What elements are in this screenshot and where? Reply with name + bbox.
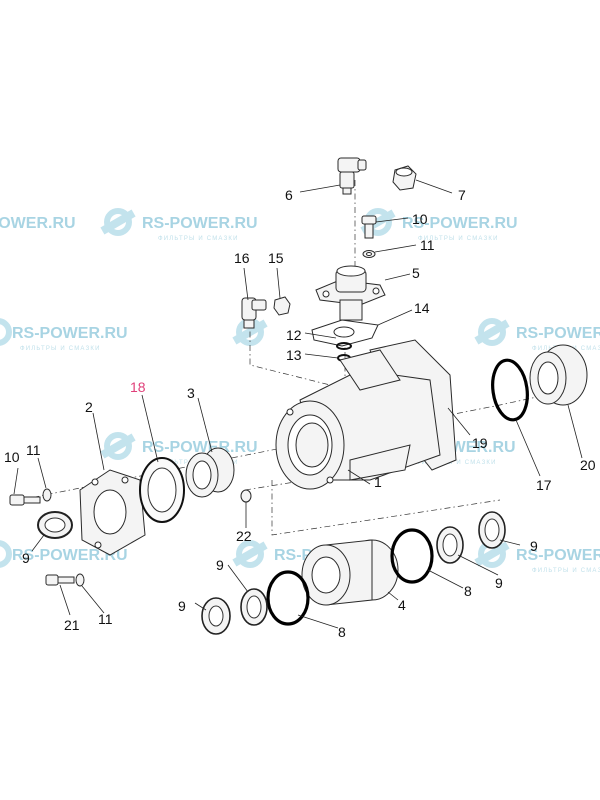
watermark-logo: RS-POWER.RU ФИЛЬТРЫ И СМАЗКИ bbox=[100, 432, 258, 466]
part-8-o-ring bbox=[390, 528, 434, 584]
callout-6: 6 bbox=[285, 187, 293, 203]
watermark-tagline: ФИЛЬТРЫ И СМАЗКИ bbox=[158, 236, 239, 242]
part-9-seal-ring bbox=[37, 511, 73, 539]
callout-labels: 6 7 10 11 16 15 5 14 12 13 18 3 2 19 17 … bbox=[4, 187, 596, 640]
part-4-piston bbox=[301, 539, 399, 606]
part-21-bolt bbox=[45, 574, 75, 586]
callout-9: 9 bbox=[530, 538, 538, 554]
part-11-washer bbox=[42, 488, 52, 502]
watermark-brand: RS-POWER.RU bbox=[516, 325, 600, 342]
part-14-gasket bbox=[311, 319, 379, 347]
watermark-brand: RS-POWER.RU bbox=[0, 215, 76, 232]
callout-16: 16 bbox=[234, 250, 250, 266]
part-20-end-cap bbox=[529, 344, 588, 406]
watermark-brand: RS-POWER.RU bbox=[516, 547, 600, 564]
callout-21: 21 bbox=[64, 617, 80, 633]
callout-10: 10 bbox=[412, 211, 428, 227]
callout-19: 19 bbox=[472, 435, 488, 451]
callout-7: 7 bbox=[458, 187, 466, 203]
watermark-group: RS-POWER.RU ФИЛЬТРЫ И СМАЗКИ RS-POWER.RU… bbox=[0, 208, 600, 574]
part-7-nut bbox=[392, 165, 417, 191]
callout-11: 11 bbox=[98, 611, 113, 627]
watermark-brand: RS-POWER.RU bbox=[142, 439, 258, 456]
callout-11: 11 bbox=[420, 237, 435, 253]
callout-9: 9 bbox=[178, 598, 186, 614]
callout-13: 13 bbox=[286, 347, 302, 363]
watermark-brand: RS-POWER.RU bbox=[402, 215, 518, 232]
callout-18: 18 bbox=[130, 379, 146, 395]
part-16-elbow-fitting bbox=[241, 297, 267, 329]
callout-14: 14 bbox=[414, 300, 430, 316]
watermark-logo: RS-POWER.RU ФИЛЬТРЫ И СМАЗКИ bbox=[474, 318, 600, 352]
part-17-o-ring bbox=[491, 358, 529, 422]
watermark-logo: RS-POWER.RU ФИЛЬТРЫ И СМАЗКИ bbox=[100, 208, 258, 242]
part-6-elbow-fitting bbox=[337, 157, 367, 195]
part-18-gasket bbox=[139, 457, 185, 523]
part-3-bushing bbox=[185, 447, 235, 498]
callout-11: 11 bbox=[26, 442, 41, 458]
leader-lines bbox=[13, 179, 583, 629]
callout-1: 1 bbox=[374, 474, 382, 490]
part-11-washer bbox=[362, 250, 376, 258]
callout-8: 8 bbox=[338, 624, 346, 640]
watermark-tagline: ФИЛЬТРЫ И СМАЗКИ bbox=[418, 236, 499, 242]
callout-2: 2 bbox=[85, 399, 93, 415]
part-22-plug bbox=[240, 489, 252, 503]
callout-20: 20 bbox=[580, 457, 596, 473]
part-12-o-ring bbox=[336, 342, 352, 350]
watermark-logo: RS-POWER.RU ФИЛЬТРЫ И СМАЗКИ bbox=[360, 208, 518, 242]
watermark-tagline: ФИЛЬТРЫ И СМАЗКИ bbox=[416, 460, 497, 466]
part-8-o-ring bbox=[266, 570, 310, 626]
callout-12: 12 bbox=[286, 327, 302, 343]
part-5-flange-cap bbox=[315, 265, 386, 321]
watermark-tagline: ФИЛЬТРЫ И СМАЗКИ bbox=[20, 346, 101, 352]
watermark-logo: RS-POWER.RU bbox=[0, 540, 128, 568]
part-1-main-housing bbox=[275, 349, 441, 490]
watermark-brand: RS-POWER.RU bbox=[12, 325, 128, 342]
callout-10: 10 bbox=[4, 449, 20, 465]
part-9-seal-ring bbox=[240, 588, 268, 626]
part-9-seal-ring bbox=[478, 511, 506, 549]
callout-22: 22 bbox=[236, 528, 252, 544]
part-10-bolt bbox=[9, 494, 41, 506]
watermark-tagline: ФИЛЬТРЫ И СМАЗКИ bbox=[532, 568, 600, 574]
callout-3: 3 bbox=[187, 385, 195, 401]
callout-9: 9 bbox=[216, 557, 224, 573]
part-15-nut bbox=[273, 296, 291, 316]
callout-9: 9 bbox=[495, 575, 503, 591]
callout-5: 5 bbox=[412, 265, 420, 281]
callout-4: 4 bbox=[398, 597, 406, 613]
part-9-seal-ring bbox=[436, 526, 464, 564]
watermark-brand: RS-POWER.RU bbox=[12, 547, 128, 564]
part-10-bolt bbox=[361, 215, 377, 239]
part-9-seal-ring bbox=[201, 597, 231, 635]
part-2-flange bbox=[79, 469, 146, 556]
watermark-brand: RS-POWER.RU bbox=[142, 215, 258, 232]
callout-17: 17 bbox=[536, 477, 552, 493]
watermark-logo: RS-POWER.RU bbox=[0, 215, 76, 232]
callout-9: 9 bbox=[22, 550, 30, 566]
callout-15: 15 bbox=[268, 250, 284, 266]
watermark-logo: RS-POWER.RU ФИЛЬТРЫ И СМАЗКИ bbox=[0, 318, 128, 352]
callout-8: 8 bbox=[464, 583, 472, 599]
part-11-washer bbox=[75, 573, 85, 587]
